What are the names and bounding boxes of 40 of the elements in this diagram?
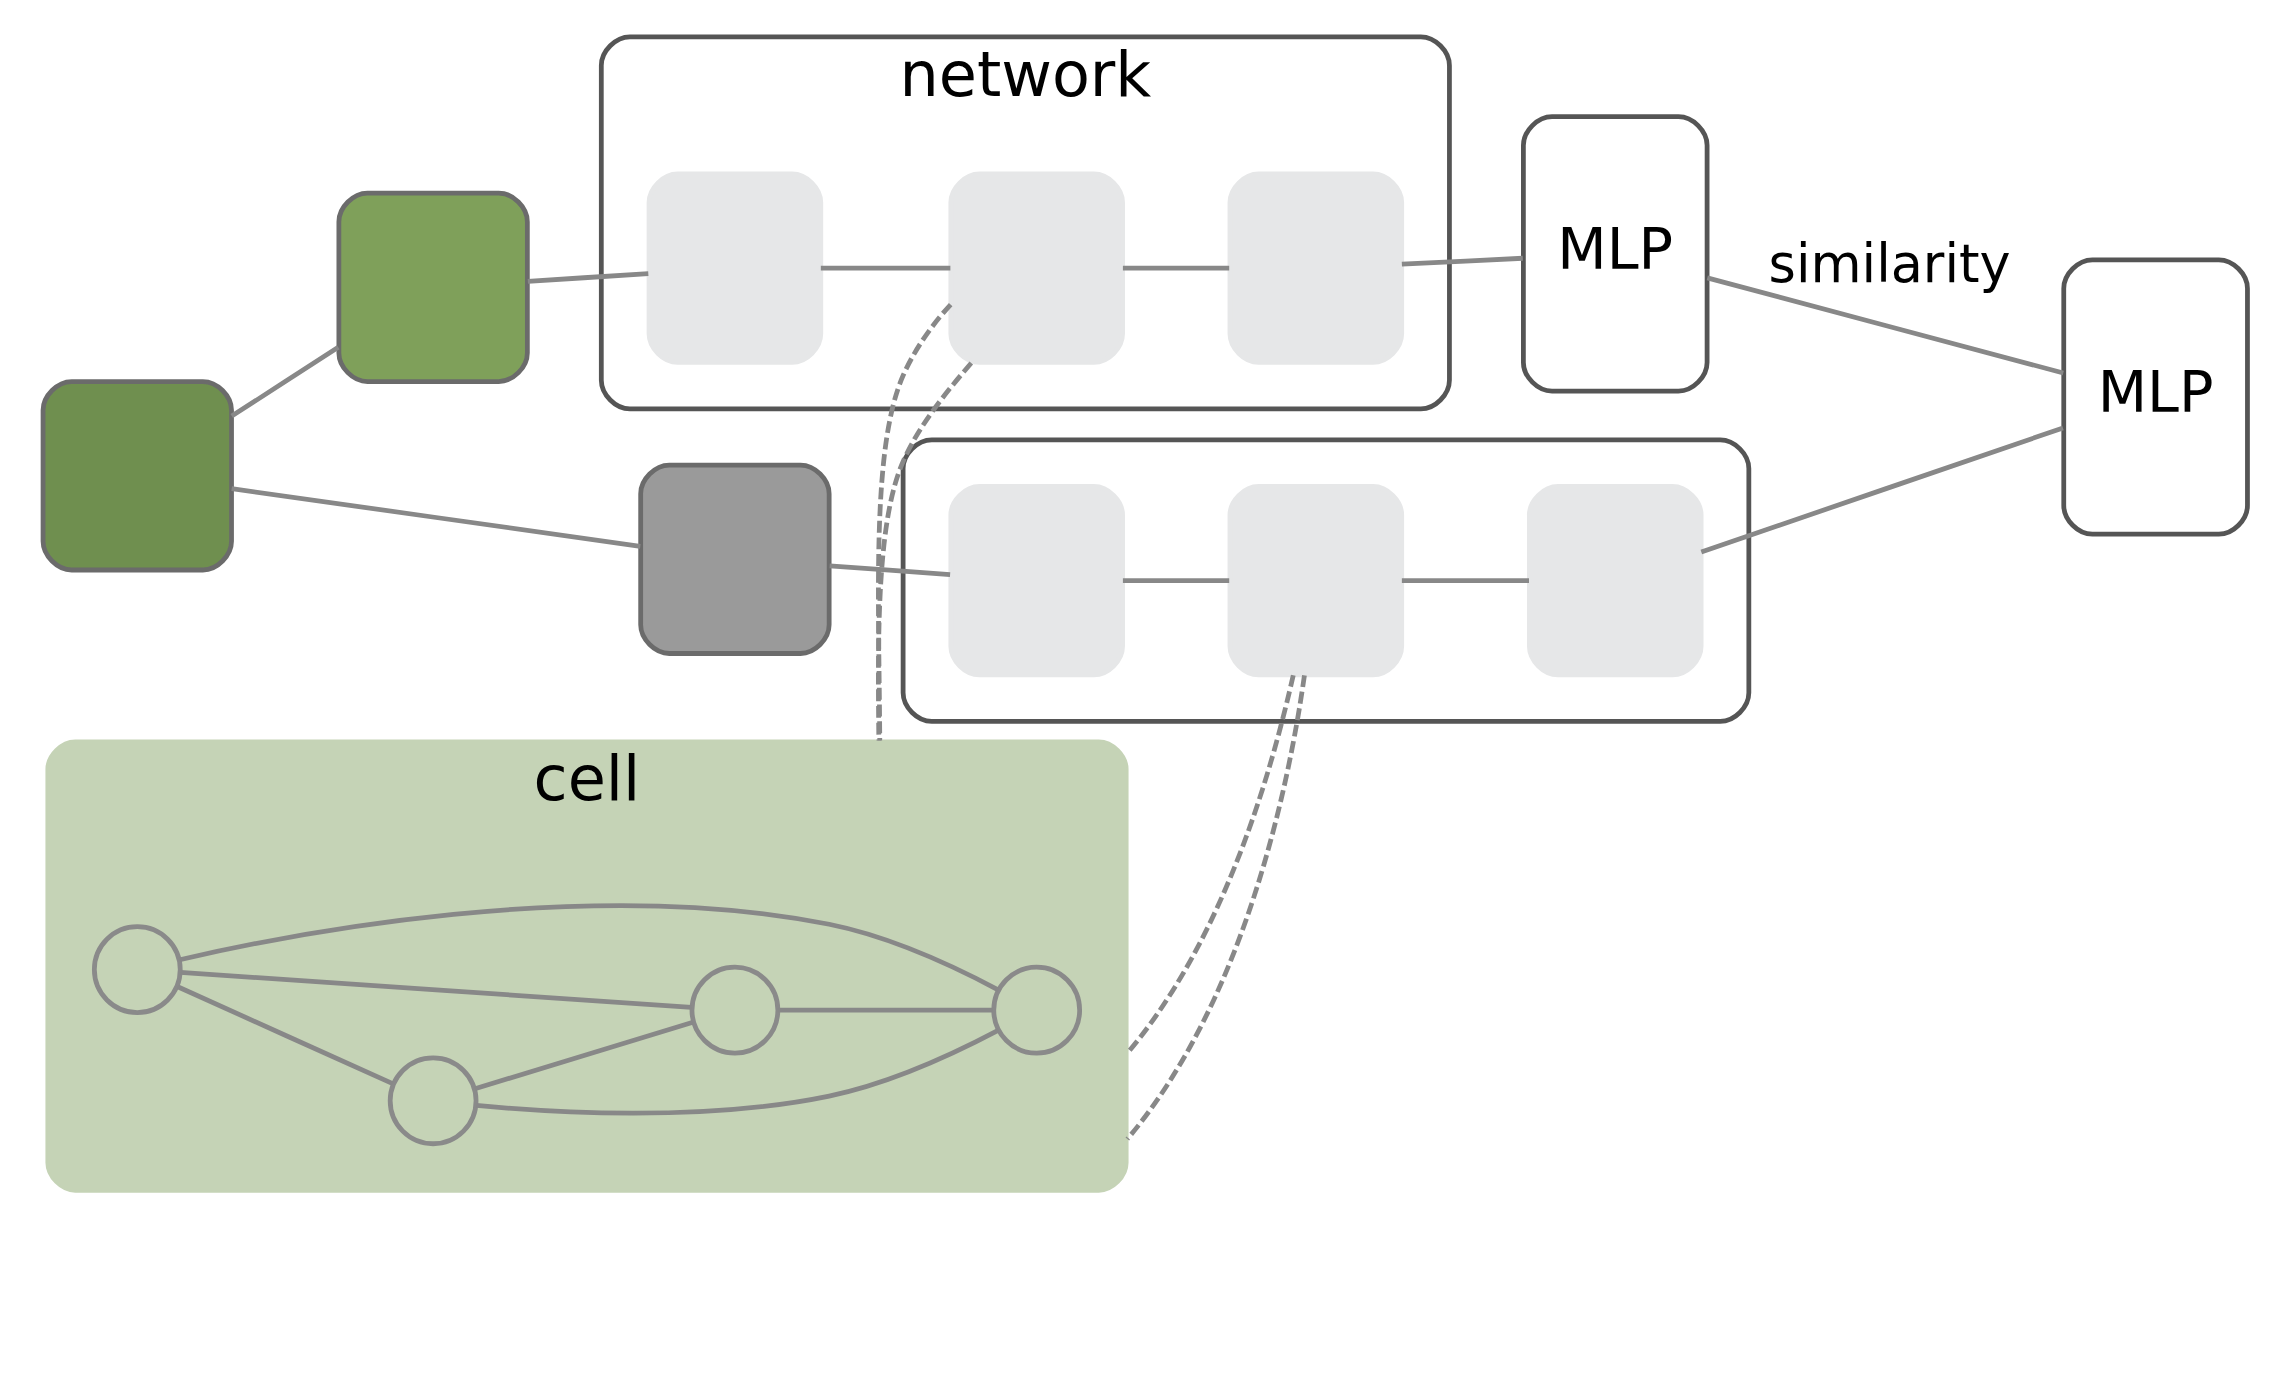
cluster: cell — [45, 739, 1129, 1193]
connector — [180, 970, 692, 1010]
node-circle — [689, 964, 781, 1056]
edge-label: similarity — [1768, 232, 2011, 294]
node-box: MLP — [2061, 257, 2250, 537]
node-circle — [991, 964, 1083, 1056]
connector — [777, 1007, 994, 1013]
node-box — [1526, 484, 1704, 678]
connector — [230, 345, 340, 419]
connector — [1125, 675, 1307, 1141]
node-box — [1227, 171, 1405, 365]
node-box — [638, 462, 832, 656]
connector — [1706, 275, 2064, 376]
connector — [1122, 578, 1230, 584]
connector — [1401, 578, 1529, 584]
node-box — [646, 171, 824, 365]
connector — [527, 271, 649, 284]
connector — [231, 486, 641, 549]
connector — [1125, 674, 1296, 1055]
connector — [1700, 425, 2064, 555]
node-box — [336, 190, 530, 384]
node-box — [1227, 484, 1405, 678]
connector — [876, 361, 974, 741]
cluster: network — [598, 34, 1452, 412]
connector — [474, 1019, 694, 1092]
connector — [1122, 265, 1230, 271]
connector — [176, 984, 394, 1086]
node-box — [948, 484, 1125, 678]
connector — [476, 1028, 1000, 1116]
node-circle — [387, 1055, 479, 1147]
node-box — [40, 379, 234, 573]
connector — [1401, 255, 1523, 267]
node-box: MLP — [1521, 114, 1710, 394]
node-box — [948, 171, 1125, 365]
connector — [179, 903, 1000, 993]
node-circle — [91, 924, 183, 1015]
connector — [829, 563, 951, 578]
connector — [820, 265, 951, 271]
cluster — [900, 437, 1752, 724]
connector — [876, 302, 953, 741]
